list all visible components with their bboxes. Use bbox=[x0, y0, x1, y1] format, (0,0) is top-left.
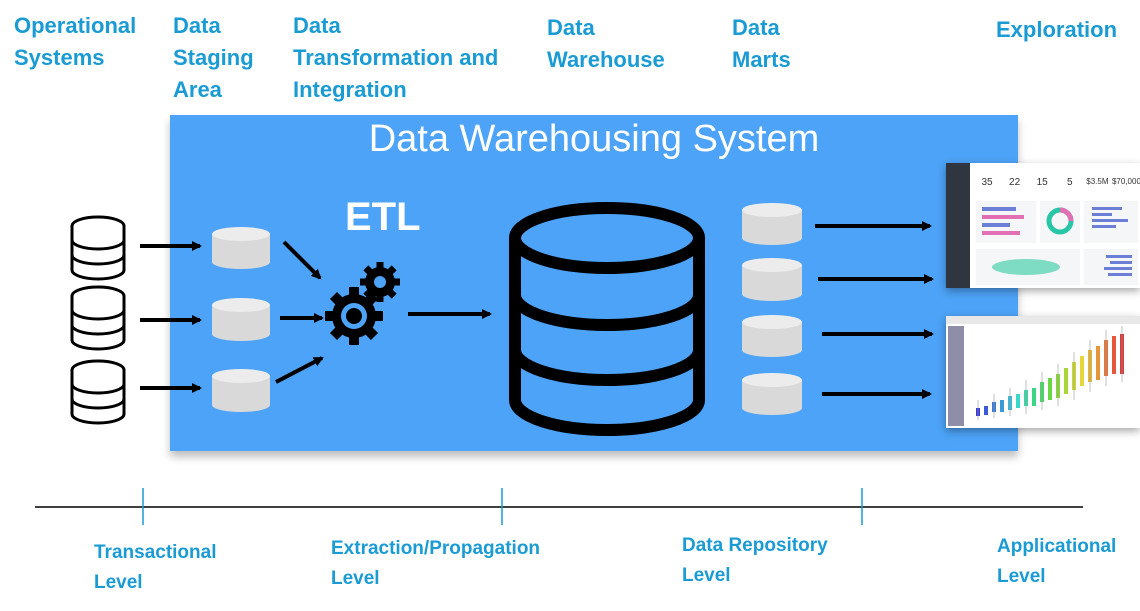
header-data-warehouse: Data Warehouse bbox=[547, 15, 665, 72]
boxplot-thumbnail bbox=[946, 316, 1140, 428]
level-transactional: Transactional Level bbox=[94, 542, 217, 593]
dashboard-kpi-row: 35 22 15 5 $3.5M $70,000 bbox=[974, 177, 1140, 188]
database-icon bbox=[70, 359, 126, 425]
header-data-marts: Data Marts bbox=[732, 15, 791, 72]
staging-cylinder bbox=[212, 369, 270, 412]
header-exploration: Exploration bbox=[996, 17, 1118, 42]
data-mart-cylinder bbox=[742, 315, 802, 357]
header-operational-systems: Operational Systems bbox=[14, 13, 137, 70]
boxplot-boxes bbox=[976, 334, 1124, 416]
gear-icon bbox=[360, 262, 400, 302]
data-mart-cylinder bbox=[742, 373, 802, 415]
arrow-icon bbox=[282, 240, 322, 280]
data-mart-cylinder bbox=[742, 203, 802, 245]
dashboard-sidebar bbox=[946, 163, 970, 288]
dashboard-thumbnail: 35 22 15 5 $3.5M $70,000 bbox=[946, 163, 1140, 288]
level-applicational: Applicational Level bbox=[997, 536, 1117, 587]
kpi-value: 15 bbox=[1036, 177, 1048, 188]
header-staging-area: Data Staging Area bbox=[173, 13, 254, 102]
kpi-value: $3.5M bbox=[1086, 177, 1109, 186]
data-warehouse-database-icon bbox=[509, 202, 705, 436]
database-icon bbox=[70, 215, 126, 281]
header-transformation: Data Transformation and Integration bbox=[293, 13, 499, 102]
kpi-value: 35 bbox=[981, 177, 993, 188]
etl-label: ETL bbox=[345, 195, 421, 239]
kpi-value: 22 bbox=[1009, 177, 1021, 188]
kpi-value: $70,000 bbox=[1111, 177, 1140, 186]
system-title: Data Warehousing System bbox=[368, 118, 820, 160]
database-icon bbox=[70, 285, 126, 351]
kpi-value: 5 bbox=[1067, 177, 1073, 188]
gear-icon bbox=[325, 287, 383, 345]
data-mart-cylinder bbox=[742, 258, 802, 301]
staging-cylinder bbox=[212, 227, 270, 269]
boxplot-chart bbox=[946, 316, 1140, 426]
level-data-repository: Data Repository Level bbox=[682, 535, 828, 586]
arrow-icon bbox=[275, 356, 324, 384]
dashboard-charts bbox=[976, 201, 1138, 285]
level-extraction-propagation: Extraction/Propagation Level bbox=[331, 538, 541, 589]
staging-cylinder bbox=[212, 298, 270, 341]
